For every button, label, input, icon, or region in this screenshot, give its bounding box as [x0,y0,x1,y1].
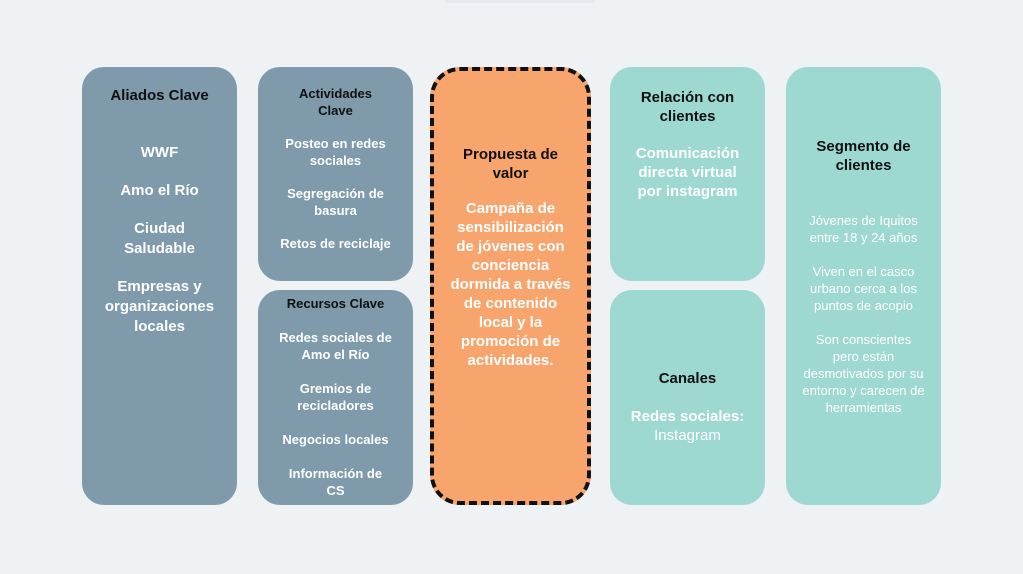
card-canales: Canales Redes sociales: Instagram [610,290,765,505]
list-item: WWF [140,144,179,161]
card-title: Segmento de clientes [816,138,911,174]
list-item: Información de CS [288,466,383,498]
top-bar [445,0,595,3]
card-title: Actividades Clave [299,86,372,118]
card-text: Campaña de sensibilización de jóvenes co… [450,200,571,369]
list-item: Ciudad Saludable [124,220,195,257]
canales-label: Redes sociales: [630,408,745,425]
list-item: Retos de reciclaje [280,236,391,251]
list-item: Redes sociales de Amo el Río [279,330,392,362]
card-title: Aliados Clave [110,87,209,104]
list-item: Jóvenes de Iquitos entre 18 y 24 años [809,213,918,245]
list-item: Gremios de recicladores [297,381,374,413]
canales-value: Instagram [654,427,721,444]
card-title: Canales [658,370,717,387]
list-item: Viven en el casco urbano cerca a los pun… [810,264,917,313]
card-title: Propuesta de valor [462,146,559,182]
card-relacion-clientes: Relación con clientes Comunicación direc… [610,67,765,281]
list-item: Negocios locales [282,432,389,447]
card-text: Comunicación directa virtual por instagr… [635,145,740,200]
card-propuesta-de-valor: Propuesta de valor Campaña de sensibiliz… [430,67,591,505]
card-segmento-clientes: Segmento de clientes Jóvenes de Iquitos … [786,67,941,505]
list-item: Amo el Río [120,182,199,199]
list-item: Segregación de basura [287,186,384,218]
card-title: Recursos Clave [286,296,385,311]
list-item: Posteo en redes sociales [285,136,386,168]
card-title: Relación con clientes [640,89,735,125]
list-item: Son conscientes pero están desmotivados … [802,332,925,415]
card-recursos-clave: Recursos Clave Redes sociales de Amo el … [258,290,413,505]
list-item: Empresas y organizaciones locales [104,278,215,335]
card-aliados-clave: Aliados Clave WWF Amo el Río Ciudad Salu… [82,67,237,505]
card-actividades-clave: Actividades Clave Posteo en redes social… [258,67,413,281]
